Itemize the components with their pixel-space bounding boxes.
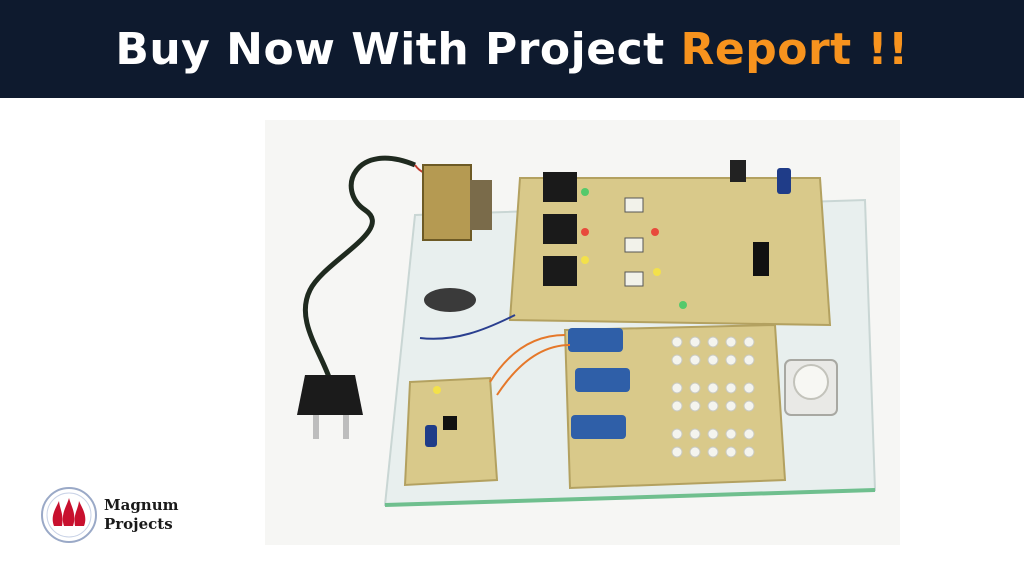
headline-accent-text: Report !!	[680, 23, 909, 75]
led-yellow-2	[653, 268, 661, 276]
voltage-regulator	[730, 160, 746, 182]
sensor-pcb	[403, 376, 499, 487]
ic-chip	[753, 242, 769, 276]
product-photo	[265, 120, 900, 545]
led-yellow-1	[581, 256, 589, 264]
film-capacitor-1	[568, 328, 623, 352]
led-red-2	[651, 228, 659, 236]
transformer-mount	[424, 288, 476, 312]
led-array	[671, 336, 755, 458]
blue-wire	[419, 314, 516, 340]
sensor-led	[433, 386, 441, 394]
plug-body	[297, 375, 363, 415]
brand-line-2: Projects	[104, 515, 173, 533]
base-green-edge	[384, 488, 876, 507]
transformer-coil	[470, 180, 492, 230]
pir-sensor-dome	[793, 364, 829, 400]
optocoupler-3	[624, 271, 644, 287]
flame-logo-icon	[41, 487, 97, 543]
orange-wire-1	[489, 334, 566, 383]
film-capacitor-3	[571, 415, 626, 439]
plug-pin-right	[343, 415, 349, 439]
relay-3	[543, 256, 577, 286]
orange-wire-2	[496, 344, 571, 396]
main-pcb	[508, 177, 832, 327]
brand-line-1: Magnum	[104, 496, 179, 514]
circuit-board-illustration	[297, 155, 877, 507]
relay-1	[543, 172, 577, 202]
top-banner: Buy Now With Project Report !!	[0, 0, 1024, 98]
optocoupler-2	[624, 237, 644, 253]
sensor-ic	[443, 416, 457, 430]
power-cord	[302, 155, 416, 381]
sensor-capacitor	[425, 425, 437, 447]
headline-main-text: Buy Now With Project	[115, 23, 681, 75]
brand-name: Magnum Projects	[104, 496, 179, 534]
optocoupler-1	[624, 197, 644, 213]
led-red-1	[581, 228, 589, 236]
transformer-core	[422, 164, 472, 241]
banner-headline: Buy Now With Project Report !!	[115, 24, 908, 75]
electrolytic-capacitor	[777, 168, 791, 194]
led-green-1	[581, 188, 589, 196]
brand-block: Magnum Projects	[40, 486, 180, 546]
film-capacitor-2	[575, 368, 630, 392]
led-green-2	[679, 301, 687, 309]
relay-2	[543, 214, 577, 244]
plug-pin-left	[313, 415, 319, 439]
